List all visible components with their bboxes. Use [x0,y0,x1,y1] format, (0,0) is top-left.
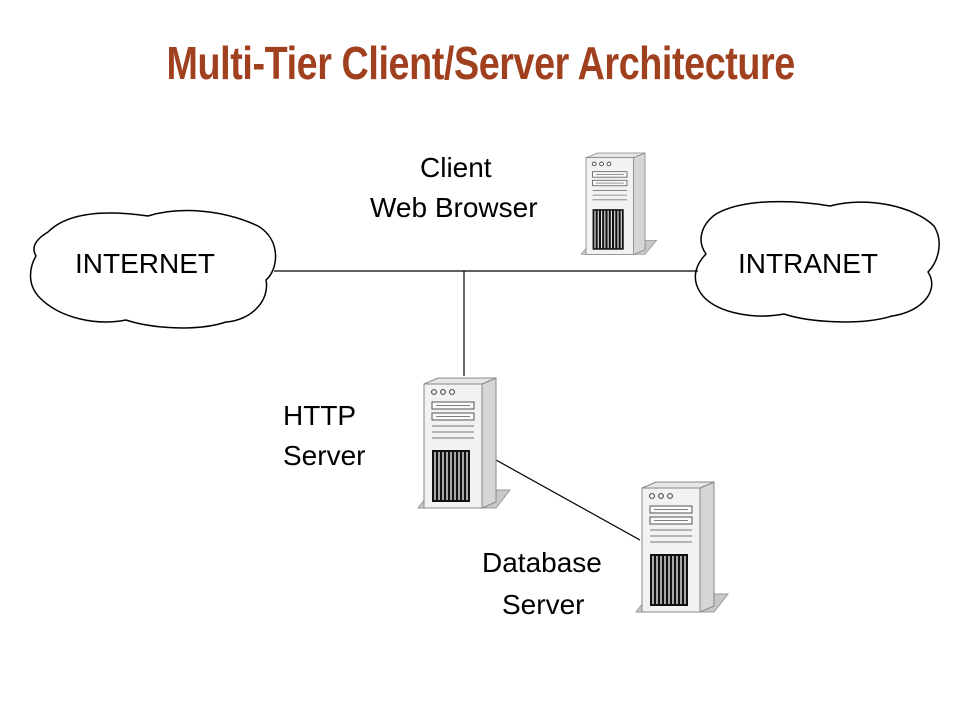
http-label-line1: HTTP [283,400,357,431]
database-label-line1: Database [482,547,602,578]
diagram-title: Multi-Tier Client/Server Architecture [166,37,796,89]
database-label-line2: Server [502,589,585,620]
database-link-line [495,459,641,541]
intranet-label: INTRANET [738,248,878,279]
tower-server-icon [417,377,511,509]
client-label-line1: Client [420,152,492,183]
internet-label: INTERNET [75,248,215,279]
tower-server-icon [580,152,658,255]
intranet-cloud [694,200,940,323]
internet-cloud [29,209,277,329]
client-label-line2: Web Browser [370,192,538,223]
http-label-line2: Server [283,440,366,471]
tower-server-icon [635,481,729,613]
